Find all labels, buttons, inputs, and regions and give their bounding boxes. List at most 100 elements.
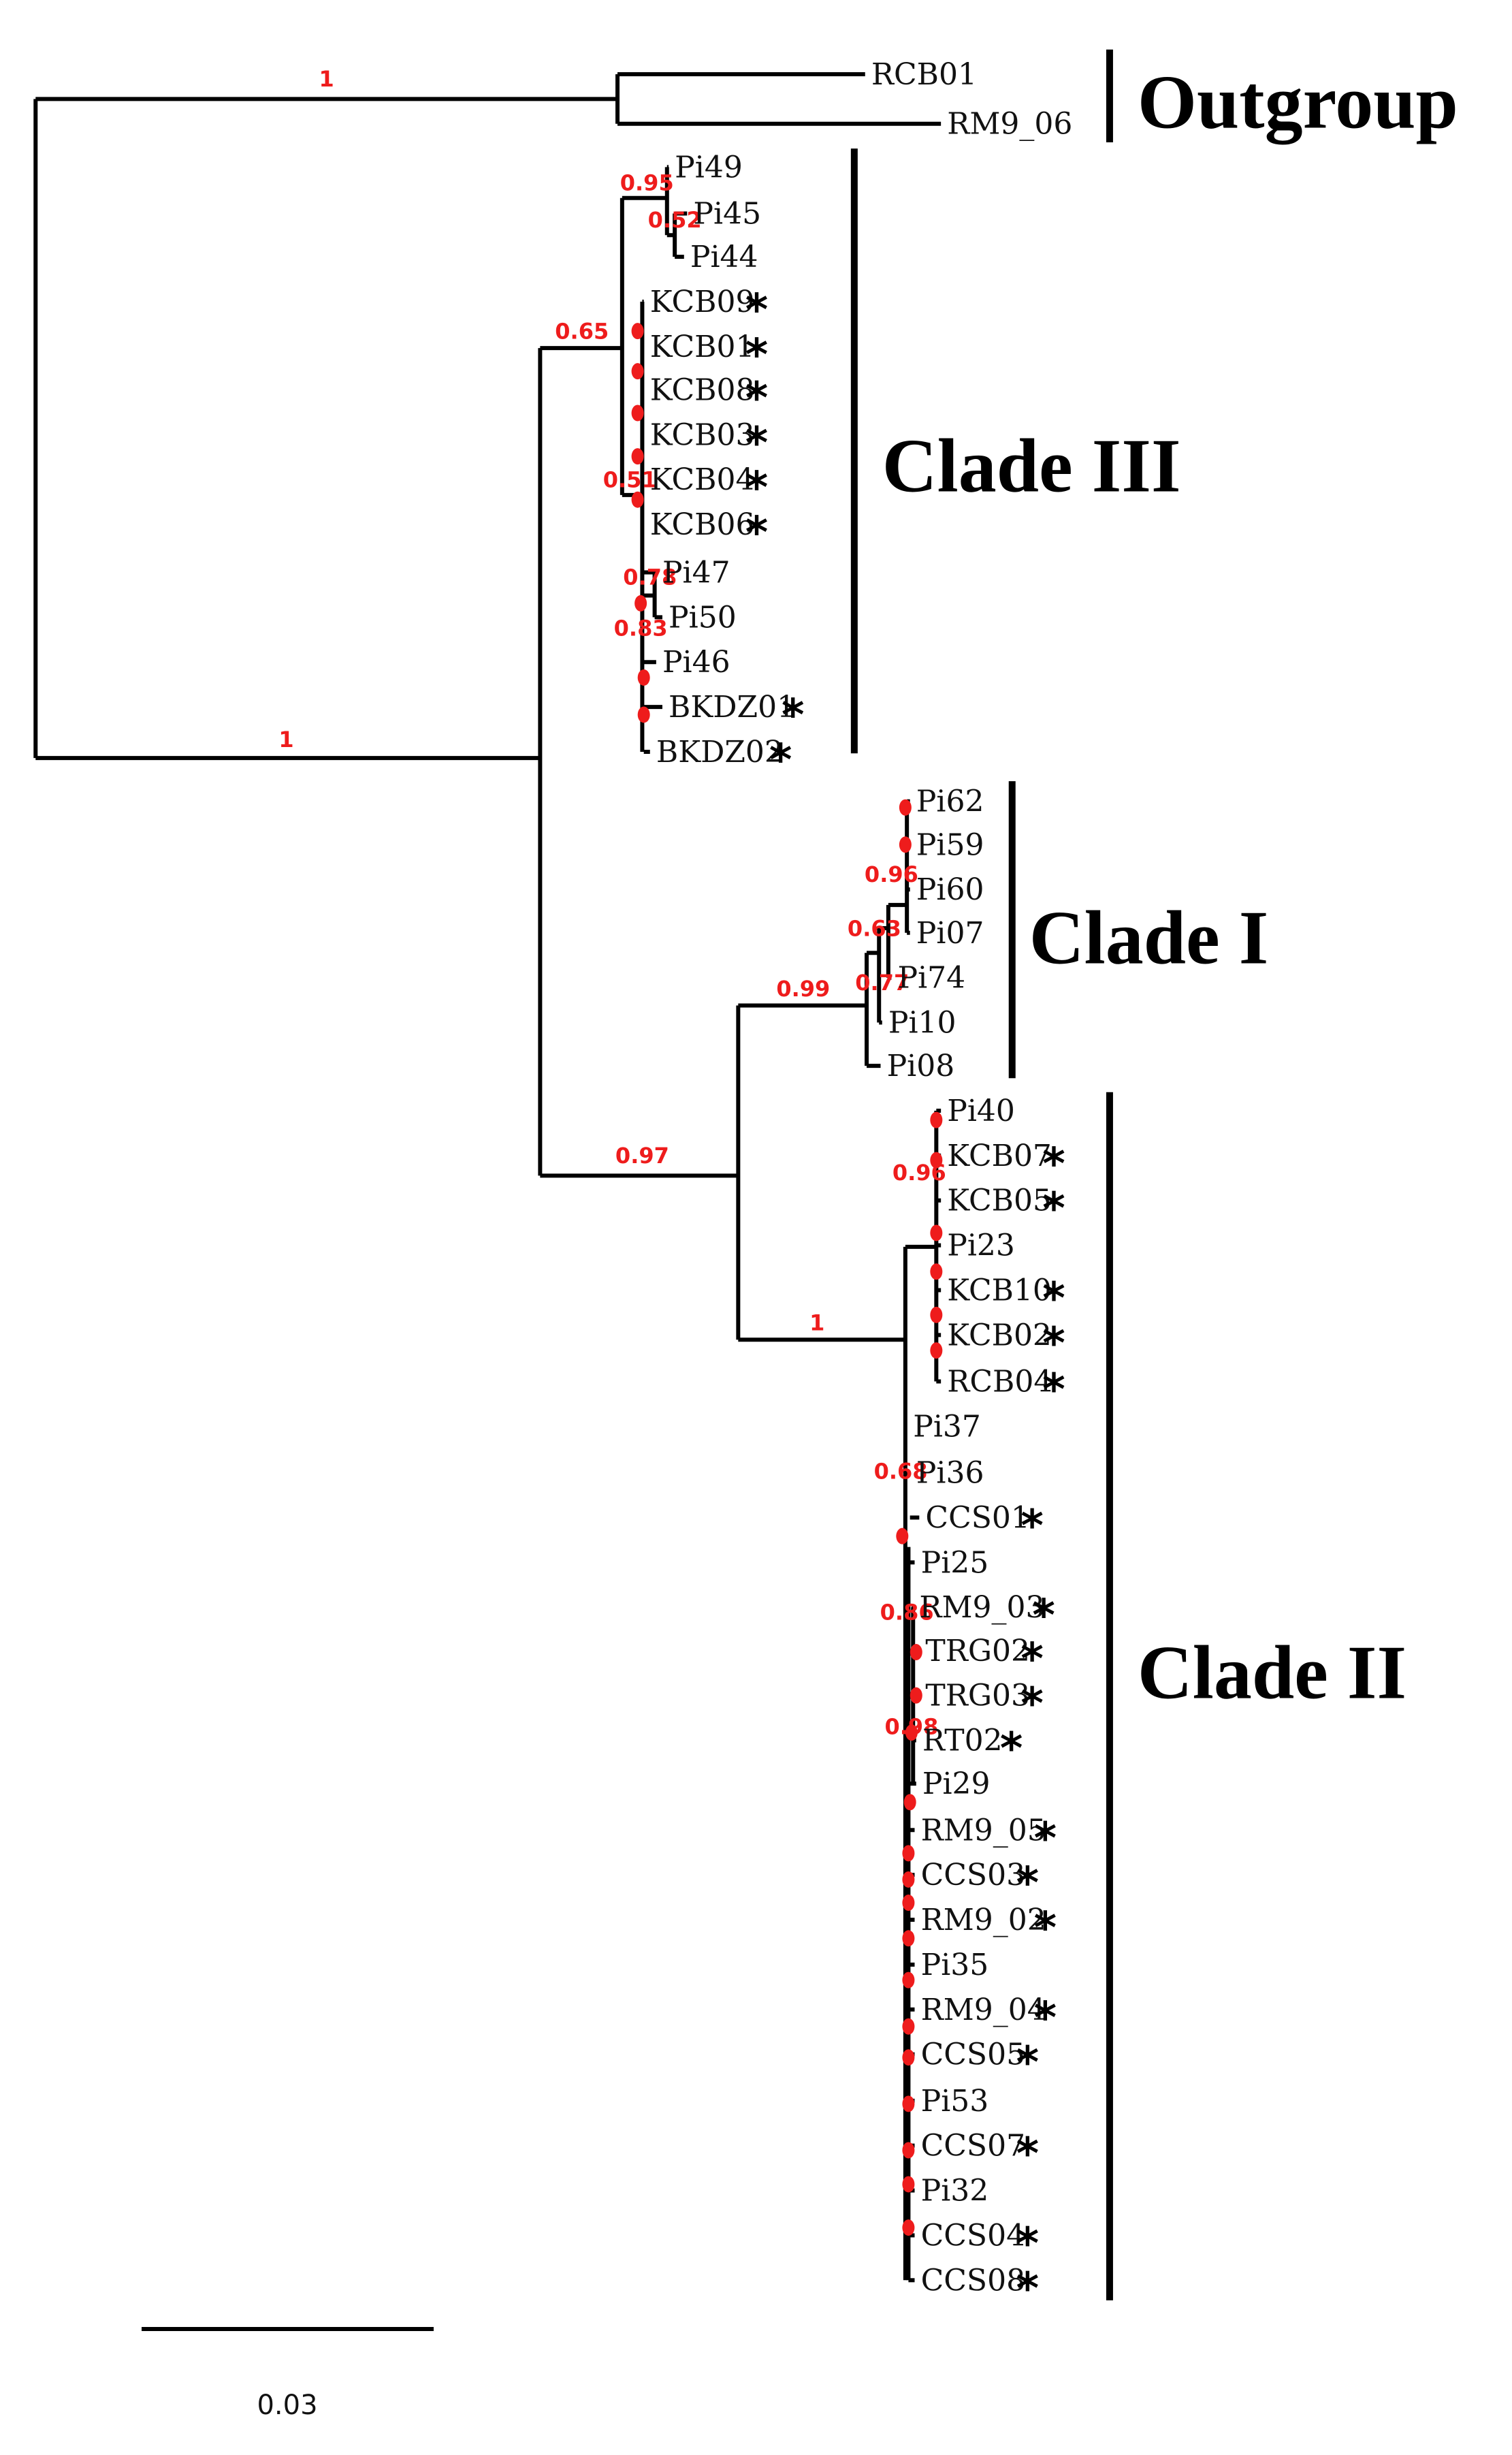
support-dot [631,491,644,508]
support-value: 0.83 [614,616,668,642]
support-dot [631,363,644,380]
support-value: 0.96 [892,1160,946,1186]
support-value: 0.65 [555,318,609,344]
tip-star-marker: * [1016,2129,1039,2180]
support-dot [902,1971,915,1989]
support-value: 0.77 [855,970,909,996]
tip-star-marker: * [745,373,768,424]
support-dot [899,799,912,816]
tip-label: Pi53 [921,2084,989,2119]
support-dot [637,669,650,686]
support-dot [903,1794,916,1811]
tip-label: RM9_02 [921,1903,1046,1937]
tip-label: CCS08 [921,2263,1025,2298]
tip-label: KCB01 [650,330,755,364]
support-value: 0.68 [874,1459,928,1485]
tip-label: Pi40 [947,1094,1015,1128]
tip-label: BKDZ02 [656,735,784,770]
support-value: 0.63 [848,915,901,941]
clade-label: Clade I [1029,896,1269,980]
support-value: 1 [278,727,293,753]
support-value: 0.99 [776,976,830,1002]
support-dot [902,2176,915,2193]
tip-star-marker: * [1020,1634,1043,1685]
support-dot [930,1152,943,1169]
tip-star-marker: * [1034,1903,1057,1954]
tip-label: KCB09 [650,285,755,319]
tip-label: CCS05 [921,2038,1025,2072]
support-dot [631,448,644,465]
support-dot [902,1845,915,1862]
support-dot [902,2049,915,2066]
tip-star-marker: * [1042,1318,1065,1369]
tip-label: Pi50 [669,600,737,635]
tip-label: KCB06 [650,507,755,542]
support-dot [631,323,644,340]
support-value: 0.78 [623,565,677,590]
tip-label: Pi08 [887,1049,955,1083]
tip-star-marker: * [782,691,804,741]
tip-label: RM9_06 [947,107,1072,142]
clade-label: Clade II [1138,1630,1406,1715]
clade-label: Clade III [882,424,1181,508]
support-dot [634,595,647,612]
support-dot [910,1687,922,1704]
tip-star-marker: * [1034,1813,1057,1864]
tip-star-marker: * [769,735,792,786]
tip-star-marker: * [1016,2219,1039,2269]
tip-label: RM9_03 [919,1590,1044,1625]
tip-star-marker: * [745,463,768,513]
tip-label: TRG02 [925,1634,1030,1668]
tip-label: Pi25 [921,1545,989,1580]
support-dot [910,1644,922,1661]
support-dots [631,323,943,2236]
tip-star-marker: * [1042,1184,1065,1235]
tip-star-marker: * [1020,1501,1043,1551]
tip-label: Pi62 [916,785,984,819]
tip-star-marker: * [1034,1993,1057,2044]
support-dot [930,1263,943,1280]
support-value: 0.86 [880,1599,934,1625]
tip-star-marker: * [1000,1724,1023,1775]
tip-star-marker: * [1020,1679,1043,1730]
tip-label: Pi45 [693,196,761,231]
tip-label: RCB04 [947,1365,1052,1399]
support-values: 110.650.950.520.510.780.830.970.990.960.… [278,66,946,1739]
tip-label: RT02 [922,1724,1003,1758]
tip-label: Pi74 [898,961,966,996]
tip-star-marker: * [745,508,768,558]
tip-star-marker: * [1032,1591,1055,1641]
support-dot [930,1224,943,1241]
clade-label: Outgroup [1138,61,1458,145]
tip-star-marker: * [1016,1858,1039,1909]
tip-star-marker: * [745,330,768,381]
tip-label: KCB07 [947,1139,1052,1173]
support-value: 1 [319,66,334,92]
support-dot [631,405,644,422]
tip-label: TRG03 [925,1679,1030,1713]
tip-label: Pi46 [662,645,730,680]
tip-label: CCS03 [921,1858,1025,1892]
support-dot [930,1342,943,1359]
tip-star-marker: * [1042,1273,1065,1324]
tip-star-marker: * [1016,2038,1039,2089]
tip-label: CCS01 [925,1500,1029,1535]
support-dot [899,836,912,853]
support-value: 0.96 [865,861,918,887]
support-dot [930,1111,943,1128]
tip-label: Pi36 [916,1456,984,1491]
tip-label: Pi29 [922,1767,991,1801]
support-dot [905,1724,918,1741]
support-dot [902,1895,915,1912]
tip-label: KCB05 [947,1184,1052,1218]
tip-label: RM9_05 [921,1813,1046,1848]
tip-label: KCB03 [650,417,755,452]
tip-label: Pi59 [916,827,984,862]
support-value: 0.51 [603,467,657,493]
support-dot [902,2095,915,2112]
support-dot [902,2219,915,2236]
tip-label: CCS07 [921,2129,1025,2164]
support-value: 0.52 [648,207,702,233]
tip-label: Pi47 [662,555,730,590]
